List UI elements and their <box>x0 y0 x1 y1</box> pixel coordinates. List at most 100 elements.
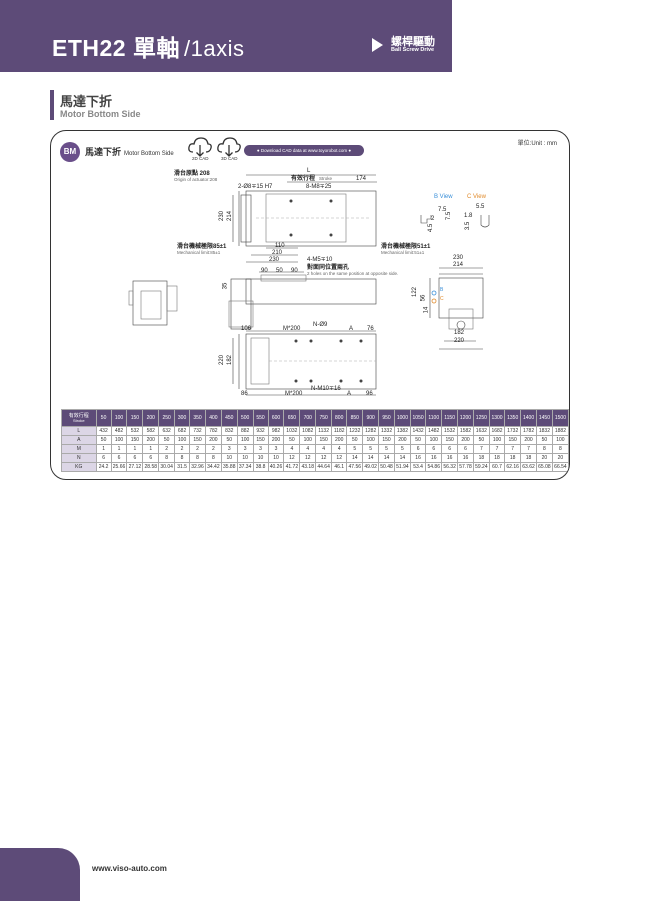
table-cell: 150 <box>504 435 522 445</box>
table-cell: 66.54 <box>551 462 569 472</box>
footer-url[interactable]: www.viso-auto.com <box>92 864 167 873</box>
mech-limit-right-zh: 滑台機械極限51±1 <box>381 244 431 250</box>
opposite-holes-zh: 對面同位置兩孔 <box>307 265 350 271</box>
stroke-header-cell: 600 <box>267 409 285 427</box>
table-cell: 882 <box>236 426 254 436</box>
stroke-header-cell: 1350 <box>504 409 522 427</box>
table-cell: 7 <box>488 444 506 454</box>
table-cell: 1 <box>126 444 144 454</box>
table-cell: 16 <box>457 453 474 463</box>
stroke-header-cell: 1300 <box>488 409 506 427</box>
side-view-body <box>245 278 377 305</box>
dim-182-right: 182 <box>454 330 465 336</box>
table-cell: 6 <box>95 453 112 463</box>
table-cell: 5 <box>362 444 380 454</box>
table-cell: 40.26 <box>267 462 285 472</box>
row-label: M <box>61 444 97 454</box>
table-cell: 18 <box>520 453 537 463</box>
table-cell: 62.16 <box>504 462 522 472</box>
stroke-header-cell: 1000 <box>393 409 411 427</box>
table-cell: 50 <box>535 435 553 445</box>
table-cell: 46.1 <box>331 462 348 472</box>
table-cell: 20 <box>551 453 569 463</box>
dim-5-5: 5.5 <box>476 204 485 210</box>
table-cell: 20 <box>535 453 553 463</box>
table-cell: 1332 <box>378 426 395 436</box>
dim-56: 56 <box>420 294 427 302</box>
cloud-download-2d-icon[interactable] <box>187 135 213 161</box>
dim-96: 96 <box>366 391 373 397</box>
category-en: Ball Screw Drive <box>391 47 435 53</box>
table-cell: 1 <box>95 444 112 454</box>
table-cell: 18 <box>488 453 506 463</box>
table-cell: 50 <box>158 435 176 445</box>
table-cell: 41.72 <box>283 462 301 472</box>
n10-callout: N-M10∓16 <box>311 386 341 392</box>
table-cell: 150 <box>378 435 395 445</box>
table-cell: 200 <box>393 435 411 445</box>
stroke-header-cell: 800 <box>331 409 348 427</box>
table-cell: 59.24 <box>472 462 490 472</box>
stroke-header-cell: 300 <box>174 409 191 427</box>
stroke-header-cell: 650 <box>283 409 301 427</box>
section-title-en: Motor Bottom Side <box>60 109 141 119</box>
stroke-header-cell: 1200 <box>457 409 474 427</box>
dim-35: 35 <box>222 282 229 290</box>
table-cell: 100 <box>236 435 254 445</box>
table-cell: 3 <box>236 444 254 454</box>
table-cell: 7 <box>472 444 490 454</box>
stroke-header-cell: 850 <box>346 409 364 427</box>
table-cell: 14 <box>346 453 364 463</box>
dim-1-8: 1.8 <box>464 213 473 219</box>
pitch-m200-top: M*200 <box>283 326 301 332</box>
table-cell: 32.96 <box>189 462 206 472</box>
table-cell: 100 <box>362 435 380 445</box>
mech-limit-right-en: Mechanical limit:51±1 <box>381 250 425 255</box>
stroke-header-cell: 500 <box>236 409 254 427</box>
cad-2d-label: 2D CAD <box>192 156 209 161</box>
table-cell: 35.88 <box>220 462 238 472</box>
stroke-header-cell: 400 <box>204 409 222 427</box>
table-cell: 432 <box>95 426 112 436</box>
table-cell: 200 <box>331 435 348 445</box>
origin-label-en: Origin of actuator:208 <box>174 177 218 182</box>
table-cell: 56.32 <box>441 462 459 472</box>
stroke-header-cell: 50 <box>95 409 112 427</box>
table-cell: 200 <box>520 435 537 445</box>
table-cell: 14 <box>362 453 380 463</box>
table-cell: 14 <box>378 453 395 463</box>
download-cad-link[interactable]: ● Download CAD data at www.toyorobot.com… <box>244 145 364 156</box>
row-label: N <box>61 453 97 463</box>
dim-214-right: 214 <box>453 262 464 268</box>
row-label: KG <box>61 462 97 472</box>
dim-182-vertical: 182 <box>227 354 234 366</box>
hole-callout-1: 2-Ø8∓15 H7 <box>238 184 273 190</box>
table-cell: 682 <box>174 426 191 436</box>
dim-50: 50 <box>276 268 283 274</box>
table-cell: 16 <box>425 453 443 463</box>
dim-210: 210 <box>272 250 283 256</box>
card-title-en: Motor Bottom Side <box>124 151 174 157</box>
table-cell: 18 <box>504 453 522 463</box>
row-label: A <box>61 435 97 445</box>
table-cell: 1732 <box>504 426 522 436</box>
stroke-header-cell: 450 <box>220 409 238 427</box>
table-cell: 1432 <box>409 426 427 436</box>
dim-7-5-b: 7.5 <box>446 211 453 221</box>
stroke-header-cell: 1250 <box>472 409 490 427</box>
table-cell: 16 <box>441 453 459 463</box>
row-label: L <box>61 426 97 436</box>
table-cell: 65.08 <box>535 462 553 472</box>
table-cell: 1182 <box>331 426 348 436</box>
dim-86: 86 <box>241 391 248 397</box>
stroke-header-cell: 1150 <box>441 409 459 427</box>
cloud-download-3d-icon[interactable] <box>216 135 242 161</box>
table-cell: 532 <box>126 426 144 436</box>
table-cell: 50 <box>409 435 427 445</box>
stroke-header-cell: 1450 <box>535 409 553 427</box>
